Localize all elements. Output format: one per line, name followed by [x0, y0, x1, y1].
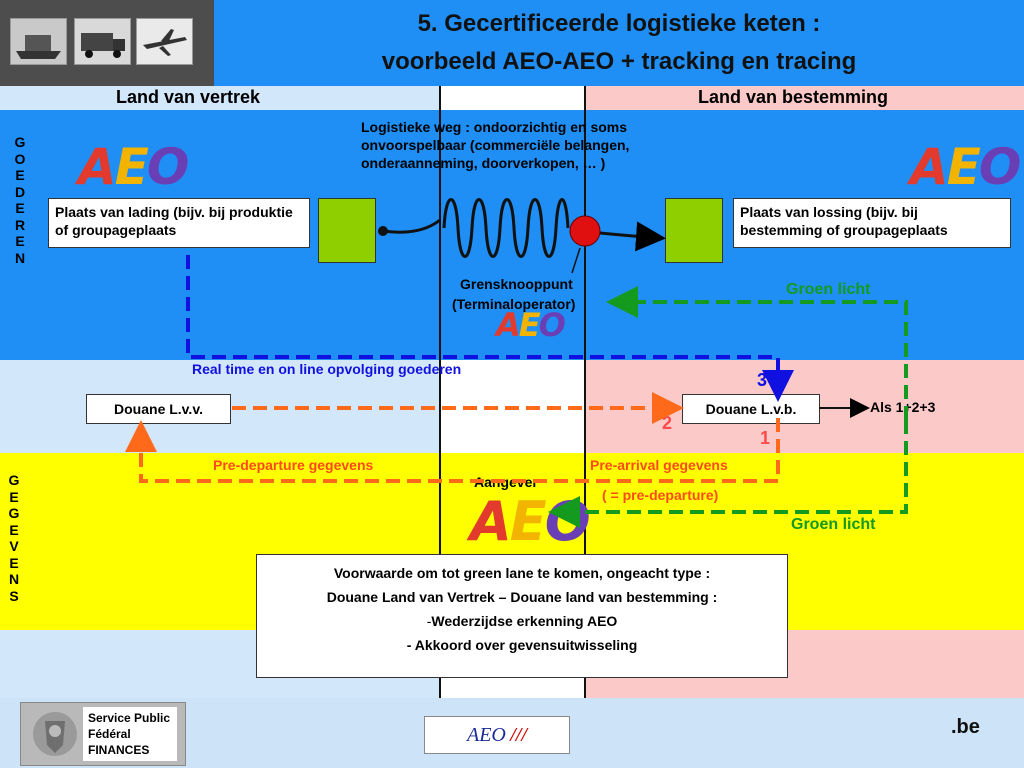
truck-photo-icon: [74, 18, 131, 65]
conditions-line2: Douane Land van Vertrek – Douane land va…: [326, 589, 718, 605]
airplane-photo-icon: [136, 18, 193, 65]
realtime-tracking-label: Real time en on line opvolging goederen: [192, 361, 462, 377]
middle-column-header-band: [440, 86, 585, 110]
page-title-line1: 5. Gecertificeerde logistieke keten :: [417, 10, 821, 37]
terminal-operator-label: (Terminaloperator): [452, 296, 576, 312]
blue-tracking-line: [186, 255, 794, 402]
step-1-label: 1: [760, 428, 771, 448]
orange-pre-departure-line: [125, 418, 780, 483]
aeo-logo-terminal: AEO: [473, 306, 566, 348]
conditions-box: Voorwaarde om tot green lane te komen, o…: [256, 554, 788, 678]
border-node-label: Grensknooppunt: [460, 276, 573, 292]
conditions-line1: Voorwaarde om tot green lane te komen, o…: [333, 565, 711, 581]
header-image-strip: [0, 0, 214, 86]
pre-arrival-note: ( = pre-departure): [602, 487, 719, 503]
loading-container: [318, 198, 376, 263]
aeo-logo-departure: AEO: [54, 138, 189, 200]
route-line-end: [599, 221, 666, 252]
logistic-route-note: Logistieke weg : ondoorzichtig en soms o…: [361, 119, 630, 171]
aeo-footer-logo: AEO ///: [424, 716, 570, 754]
condition-123-label: Als 1+2+3: [870, 399, 936, 415]
conditions-line4: - Akkoord over gevensuitwisseling: [406, 637, 638, 653]
pre-arrival-label: Pre-arrival gegevens: [590, 457, 728, 473]
spf-finances-logo: Service Public Fédéral FINANCES: [20, 702, 186, 766]
aeo-logo-destination: AEO: [886, 138, 1021, 200]
border-node-pointer: [571, 247, 581, 274]
spf-text: Service Public Fédéral FINANCES: [83, 707, 177, 761]
border-line-left: [439, 86, 441, 698]
pre-departure-label: Pre-departure gegevens: [213, 457, 374, 473]
green-light-top-line: [606, 286, 908, 420]
column-header-destination: Land van bestemming: [698, 87, 889, 107]
conditions-line3: -Wederzijdse erkenning AEO: [426, 613, 618, 629]
be-logo: .be: [951, 716, 980, 738]
border-line-right: [584, 86, 586, 698]
left-column-header-band: [0, 86, 440, 110]
route-spring: [442, 198, 570, 258]
green-light-bottom-line: [548, 420, 908, 528]
ship-photo-icon: [10, 18, 67, 65]
column-header-departure: Land van vertrek: [116, 87, 261, 107]
header-title-bar: [214, 0, 1024, 86]
declarant-label: Aangever: [474, 474, 538, 490]
flow-arrows: [125, 198, 908, 528]
green-light-bottom-label: Groen licht: [791, 516, 876, 533]
coat-of-arms-icon: [33, 712, 77, 756]
page-title-line2: voorbeeld AEO-AEO + tracking en tracing: [381, 48, 857, 75]
green-light-top-label: Groen licht: [786, 281, 871, 298]
route-line-start: [382, 218, 441, 234]
right-column-header-band: [585, 86, 1024, 110]
border-node-dot: [569, 215, 601, 247]
unloading-place-box: Plaats van lossing (bijv. bij bestemming…: [733, 198, 1011, 248]
customs-departure-box: Douane L.v.v.: [86, 394, 231, 424]
loading-place-box: Plaats van lading (bijv. bij produktie o…: [48, 198, 310, 248]
